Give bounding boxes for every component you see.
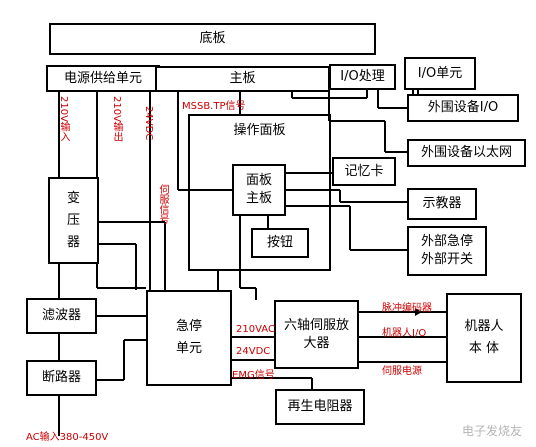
label-24vdc: 24VDC <box>236 346 271 357</box>
label-pulse-encoder: 脉冲编码器 <box>382 303 432 314</box>
peripheral-ethernet-box: 外围设备以太网 <box>407 139 526 167</box>
watermark-logo: 电子发烧友 <box>461 424 522 438</box>
external-estop-switch-box: 外部急停 外部开关 <box>407 226 487 276</box>
six-axis-servo-amplifier-box: 六轴伺服放 大器 <box>274 300 359 369</box>
label-robot-io: 机器人I/O <box>382 328 427 339</box>
transformer-box: 变 压 器 <box>48 177 99 264</box>
button-box: 按钮 <box>251 228 309 258</box>
breaker-box: 断路器 <box>26 360 97 396</box>
io-unit-box: I/O单元 <box>404 57 476 90</box>
regenerative-resistor-box: 再生电阻器 <box>275 389 365 425</box>
operation-panel-box: 操作面板 <box>188 114 331 271</box>
label-210v-output: 210V输出 <box>111 96 122 142</box>
filter-box: 滤波器 <box>26 298 97 334</box>
robot-body-box: 机器人 本 体 <box>446 293 522 383</box>
label-210v-input: 210V输入 <box>58 96 69 142</box>
estop-unit-box: 急停 单元 <box>146 290 232 386</box>
main-board-box: 主板 <box>155 66 330 92</box>
label-servo-signal: 伺服信号 <box>157 184 168 224</box>
memory-card-box: 记忆卡 <box>332 157 396 186</box>
label-servo-power: 伺服电源 <box>382 366 422 377</box>
base-board-box: 底板 <box>49 23 376 55</box>
label-emg-signal: EMG信号 <box>232 370 275 381</box>
label-mssb-tp-signal: MSSB.TP信号 <box>182 101 246 112</box>
label-ac-input: AC输入380-450V <box>26 432 109 443</box>
teach-pendant-box: 示教器 <box>407 188 477 220</box>
panel-main-board-box: 面板 主板 <box>232 164 286 216</box>
power-supply-unit-box: 电源供给单元 <box>46 65 160 92</box>
peripheral-io-box: 外围设备I/O <box>407 94 519 122</box>
io-processing-box: I/O处理 <box>329 64 396 90</box>
label-210vac: 210VAC <box>236 324 275 335</box>
label-24vdc-vertical: 24VDC <box>143 106 154 141</box>
